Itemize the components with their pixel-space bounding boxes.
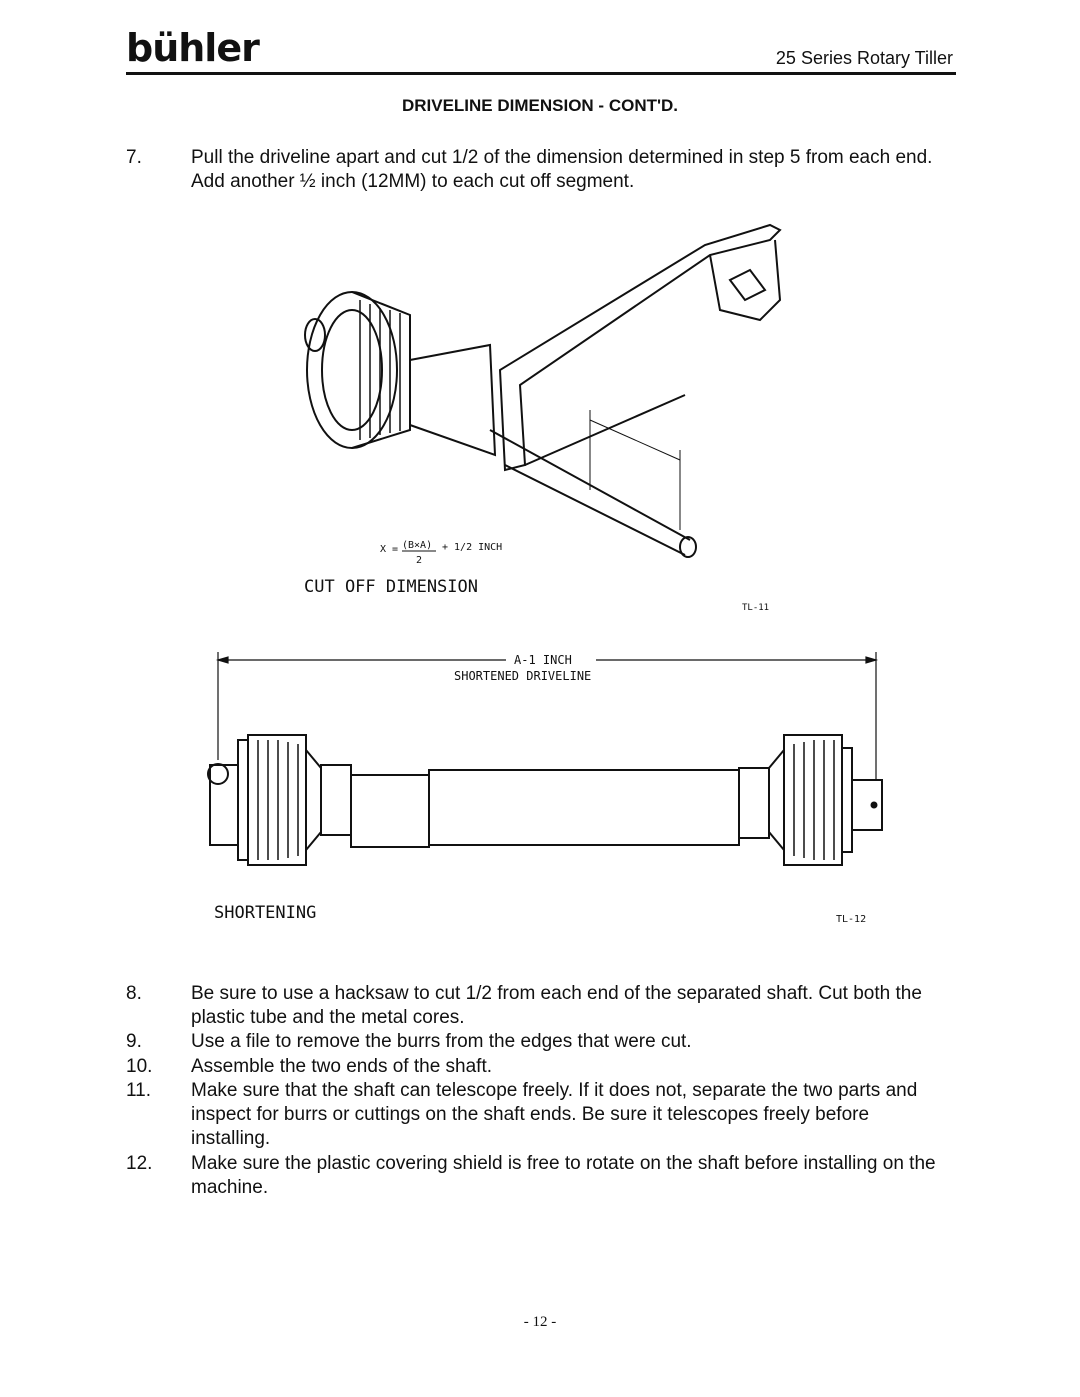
- step-number: 12.: [126, 1153, 153, 1174]
- inner-tube: [428, 769, 740, 846]
- step-text: Make sure the plastic covering shield is…: [191, 1153, 936, 1198]
- section-title: DRIVELINE DIMENSION - CONT'D.: [401, 96, 679, 115]
- figure2-caption: SHORTENING: [214, 903, 316, 923]
- step-number: 10.: [126, 1056, 153, 1077]
- shield-cone: [351, 291, 411, 449]
- step-text: Pull the driveline apart and cut 1/2 of …: [191, 147, 933, 192]
- left-shield-cone: [247, 734, 307, 866]
- step-8: 8. Be sure to use a hacksaw to cut 1/2 f…: [126, 982, 936, 1032]
- hacksaw: [498, 223, 782, 472]
- step-12: 12. Make sure the plastic covering shiel…: [126, 1152, 936, 1202]
- figure1-caption: CUT OFF DIMENSION: [304, 577, 478, 597]
- step-number: 11.: [126, 1080, 152, 1101]
- outer-tube: [409, 343, 497, 457]
- step-number: 8.: [126, 983, 142, 1004]
- step-text: Use a file to remove the burrs from the …: [191, 1031, 692, 1052]
- step-text: Be sure to use a hacksaw to cut 1/2 from…: [191, 983, 922, 1028]
- shortened-label: SHORTENED DRIVELINE: [454, 669, 591, 683]
- buhler-logo: bühler: [126, 26, 260, 70]
- page-number: - 12 -: [523, 1314, 557, 1330]
- step-7: 7. Pull the driveline apart and cut 1/2 …: [126, 146, 936, 196]
- step-text: Assemble the two ends of the shaft.: [191, 1056, 493, 1077]
- dimension-label: A-1 INCH: [514, 653, 572, 667]
- step-11: 11. Make sure that the shaft can telesco…: [126, 1079, 936, 1153]
- formula-numerator: (B×A): [402, 540, 432, 551]
- step-text: Make sure that the shaft can telescope f…: [191, 1080, 918, 1149]
- formula-denominator: 2: [416, 555, 422, 566]
- formula-tail: + 1/2 INCH: [442, 542, 502, 553]
- header-rule: [126, 72, 956, 75]
- step-number: 9.: [126, 1031, 142, 1052]
- step-9: 9. Use a file to remove the burrs from t…: [126, 1030, 936, 1054]
- formula-x-label: X =: [380, 544, 398, 555]
- header-title: 25 Series Rotary Tiller: [775, 48, 953, 68]
- figure1-code: TL-11: [742, 603, 769, 613]
- right-yoke: [851, 779, 883, 831]
- yoke-flange: [306, 291, 398, 449]
- shortening-figure: A-1 INCH SHORTENED DRIVELINE SHORTENING …: [207, 652, 883, 925]
- step-number: 7.: [126, 147, 142, 168]
- step-10: 10. Assemble the two ends of the shaft.: [126, 1055, 936, 1079]
- figure2-code: TL-12: [836, 914, 866, 925]
- outer-tube: [350, 774, 430, 848]
- left-yoke: [209, 764, 239, 846]
- cut-off-dimension-figure: X = (B×A) 2 + 1/2 INCH CUT OFF DIMENSION…: [304, 223, 782, 613]
